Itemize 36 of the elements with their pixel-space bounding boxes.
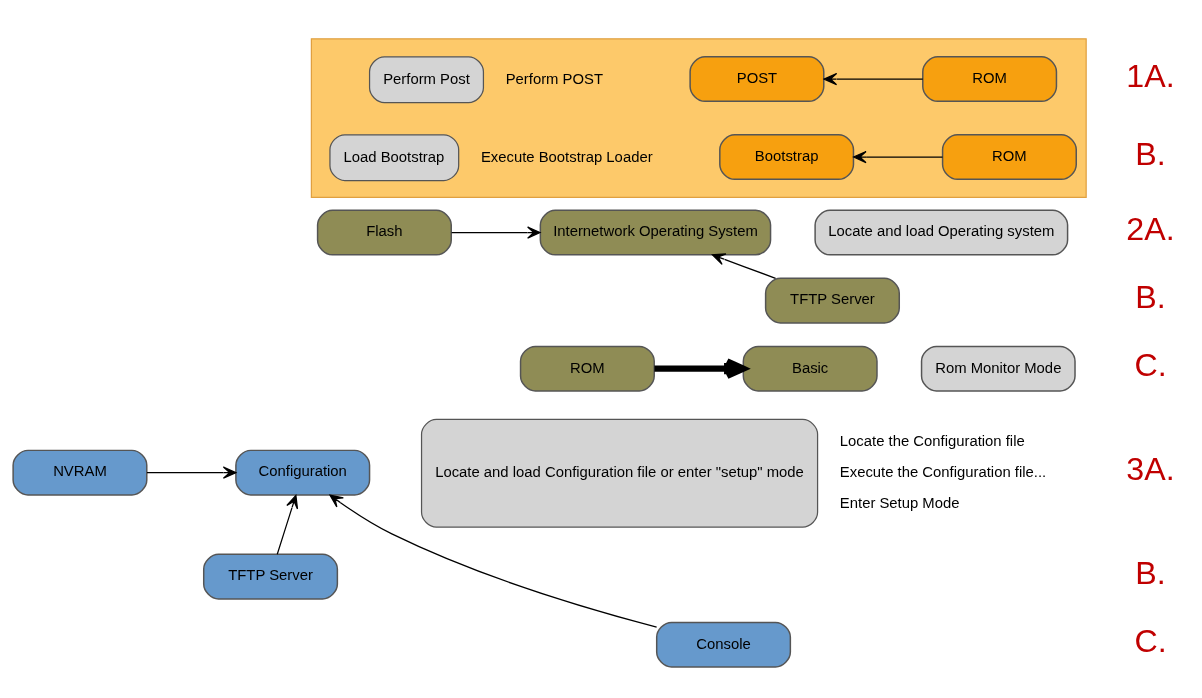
arrow [451, 225, 541, 239]
node-label: Locate the Configuration file [839, 432, 1025, 449]
node-box: Flash [316, 209, 452, 256]
node-box: Locate and load Operating system [814, 209, 1069, 256]
arrow [823, 72, 924, 85]
node-box: Rom Monitor Mode [920, 345, 1076, 392]
node-box: TFTP Server [202, 553, 339, 600]
node-box: Console [655, 621, 792, 668]
cluster [310, 37, 1087, 198]
node-box: ROM [922, 55, 1058, 102]
arrow [853, 150, 944, 163]
label: 1A. [1126, 57, 1175, 94]
node-box: ROM [941, 133, 1077, 180]
node-label: Perform POST [505, 70, 604, 87]
node-box: Internetwork Operating System [539, 209, 772, 256]
arrow [276, 494, 299, 555]
node-box: POST [689, 55, 825, 102]
node-box: Bootstrap [719, 133, 855, 180]
node-box: Configuration [235, 449, 371, 496]
label: B. [1135, 554, 1166, 591]
label: C. [1134, 346, 1167, 383]
node-box: ROM [519, 345, 655, 392]
label: 2A. [1126, 210, 1175, 247]
node-label: Execute Bootstrap Loader [480, 148, 653, 164]
arrow [146, 465, 237, 479]
node-label: Enter Setup Mode [839, 494, 960, 511]
node-label: Execute the Configuration file... [839, 463, 1047, 480]
node-box: Basic [742, 345, 878, 392]
node-box: TFTP Server [764, 277, 900, 324]
arrow [329, 494, 658, 628]
label: C. [1134, 622, 1167, 659]
label: B. [1135, 278, 1166, 315]
label: B. [1135, 135, 1166, 172]
arrow [711, 252, 777, 279]
node-box: NVRAM [12, 449, 148, 496]
label: 3A. [1126, 450, 1175, 487]
